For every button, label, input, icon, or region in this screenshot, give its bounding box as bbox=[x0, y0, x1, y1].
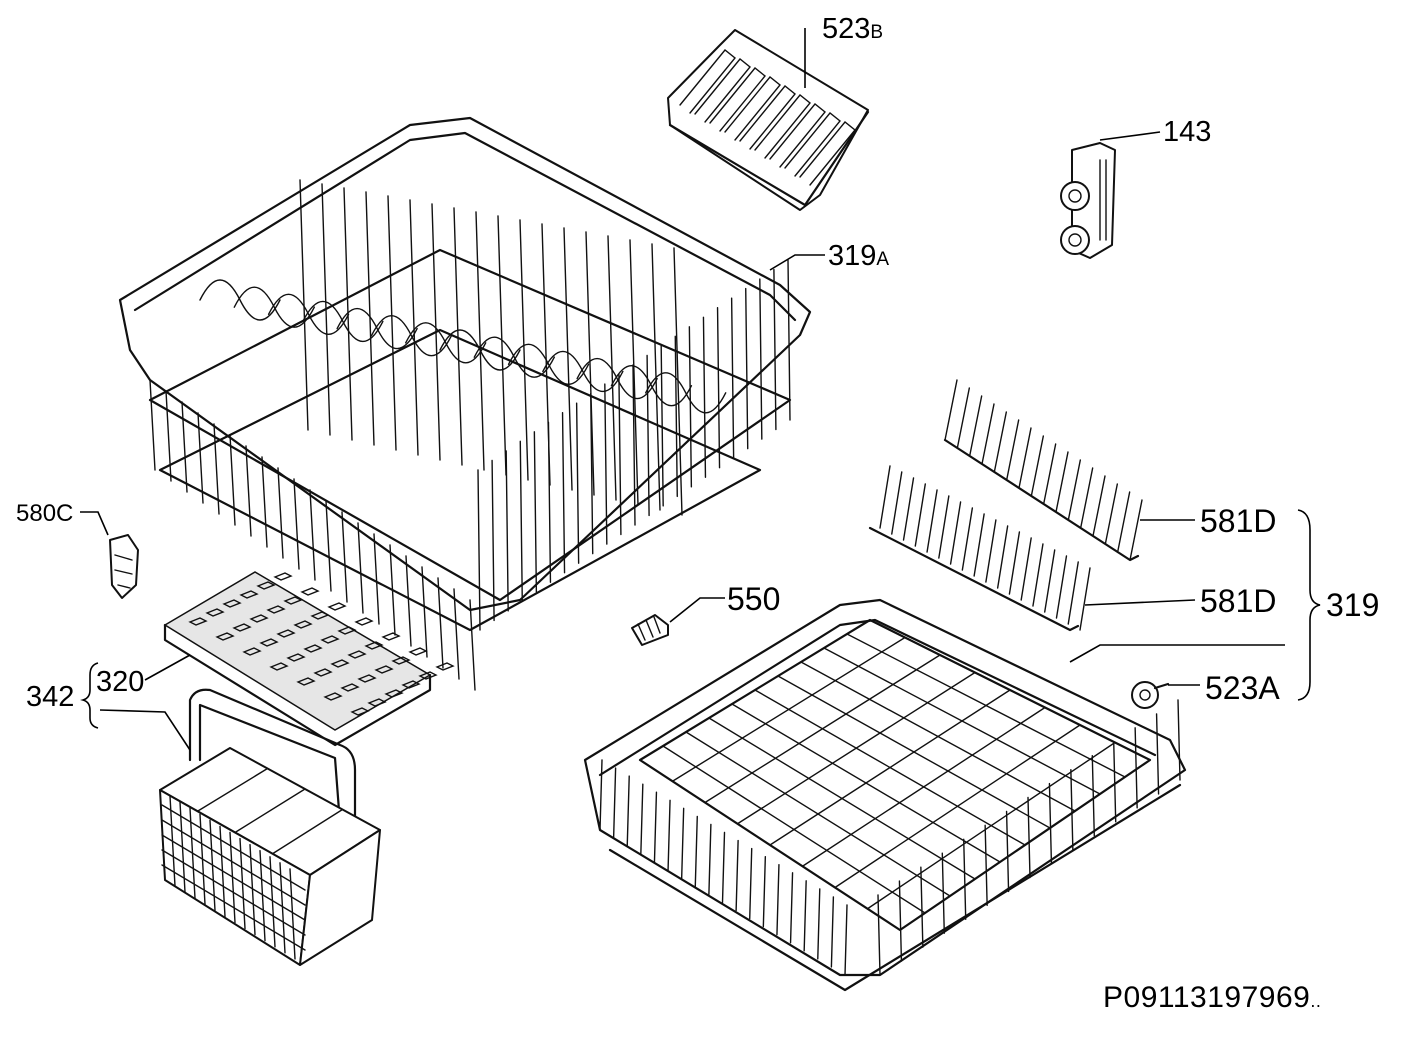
lower-plate-rack-drawing bbox=[868, 465, 1091, 632]
wheel-drawing bbox=[1131, 681, 1170, 709]
part-label-320: 320 bbox=[96, 666, 145, 698]
part-label-580c: 580C bbox=[16, 500, 74, 527]
part-label-319a: 319A bbox=[828, 240, 890, 272]
part-label-143: 143 bbox=[1163, 116, 1212, 148]
leader-lines bbox=[80, 28, 1321, 751]
cutlery-basket-drawing bbox=[159, 688, 381, 966]
part-label-319: 319 bbox=[1326, 587, 1380, 623]
nozzle-drawing bbox=[631, 614, 669, 646]
knife-rack-drawing bbox=[667, 29, 870, 211]
basket-lid-drawing bbox=[163, 571, 455, 747]
upper-plate-rack-drawing bbox=[943, 379, 1143, 562]
part-label-523a: 523A bbox=[1205, 670, 1280, 706]
document-code: P09113197969.. bbox=[1103, 981, 1322, 1014]
part-label-581d-lower: 581D bbox=[1200, 583, 1277, 619]
lower-basket-drawing bbox=[583, 598, 1187, 992]
part-label-581d-upper: 581D bbox=[1200, 503, 1277, 539]
part-label-342: 342 bbox=[26, 681, 75, 713]
part-label-550: 550 bbox=[727, 581, 781, 617]
clip-drawing bbox=[109, 534, 139, 599]
upper-basket-drawing bbox=[118, 116, 812, 691]
part-label-523b: 523B bbox=[822, 13, 884, 45]
wheel-bracket-drawing bbox=[1060, 142, 1116, 259]
